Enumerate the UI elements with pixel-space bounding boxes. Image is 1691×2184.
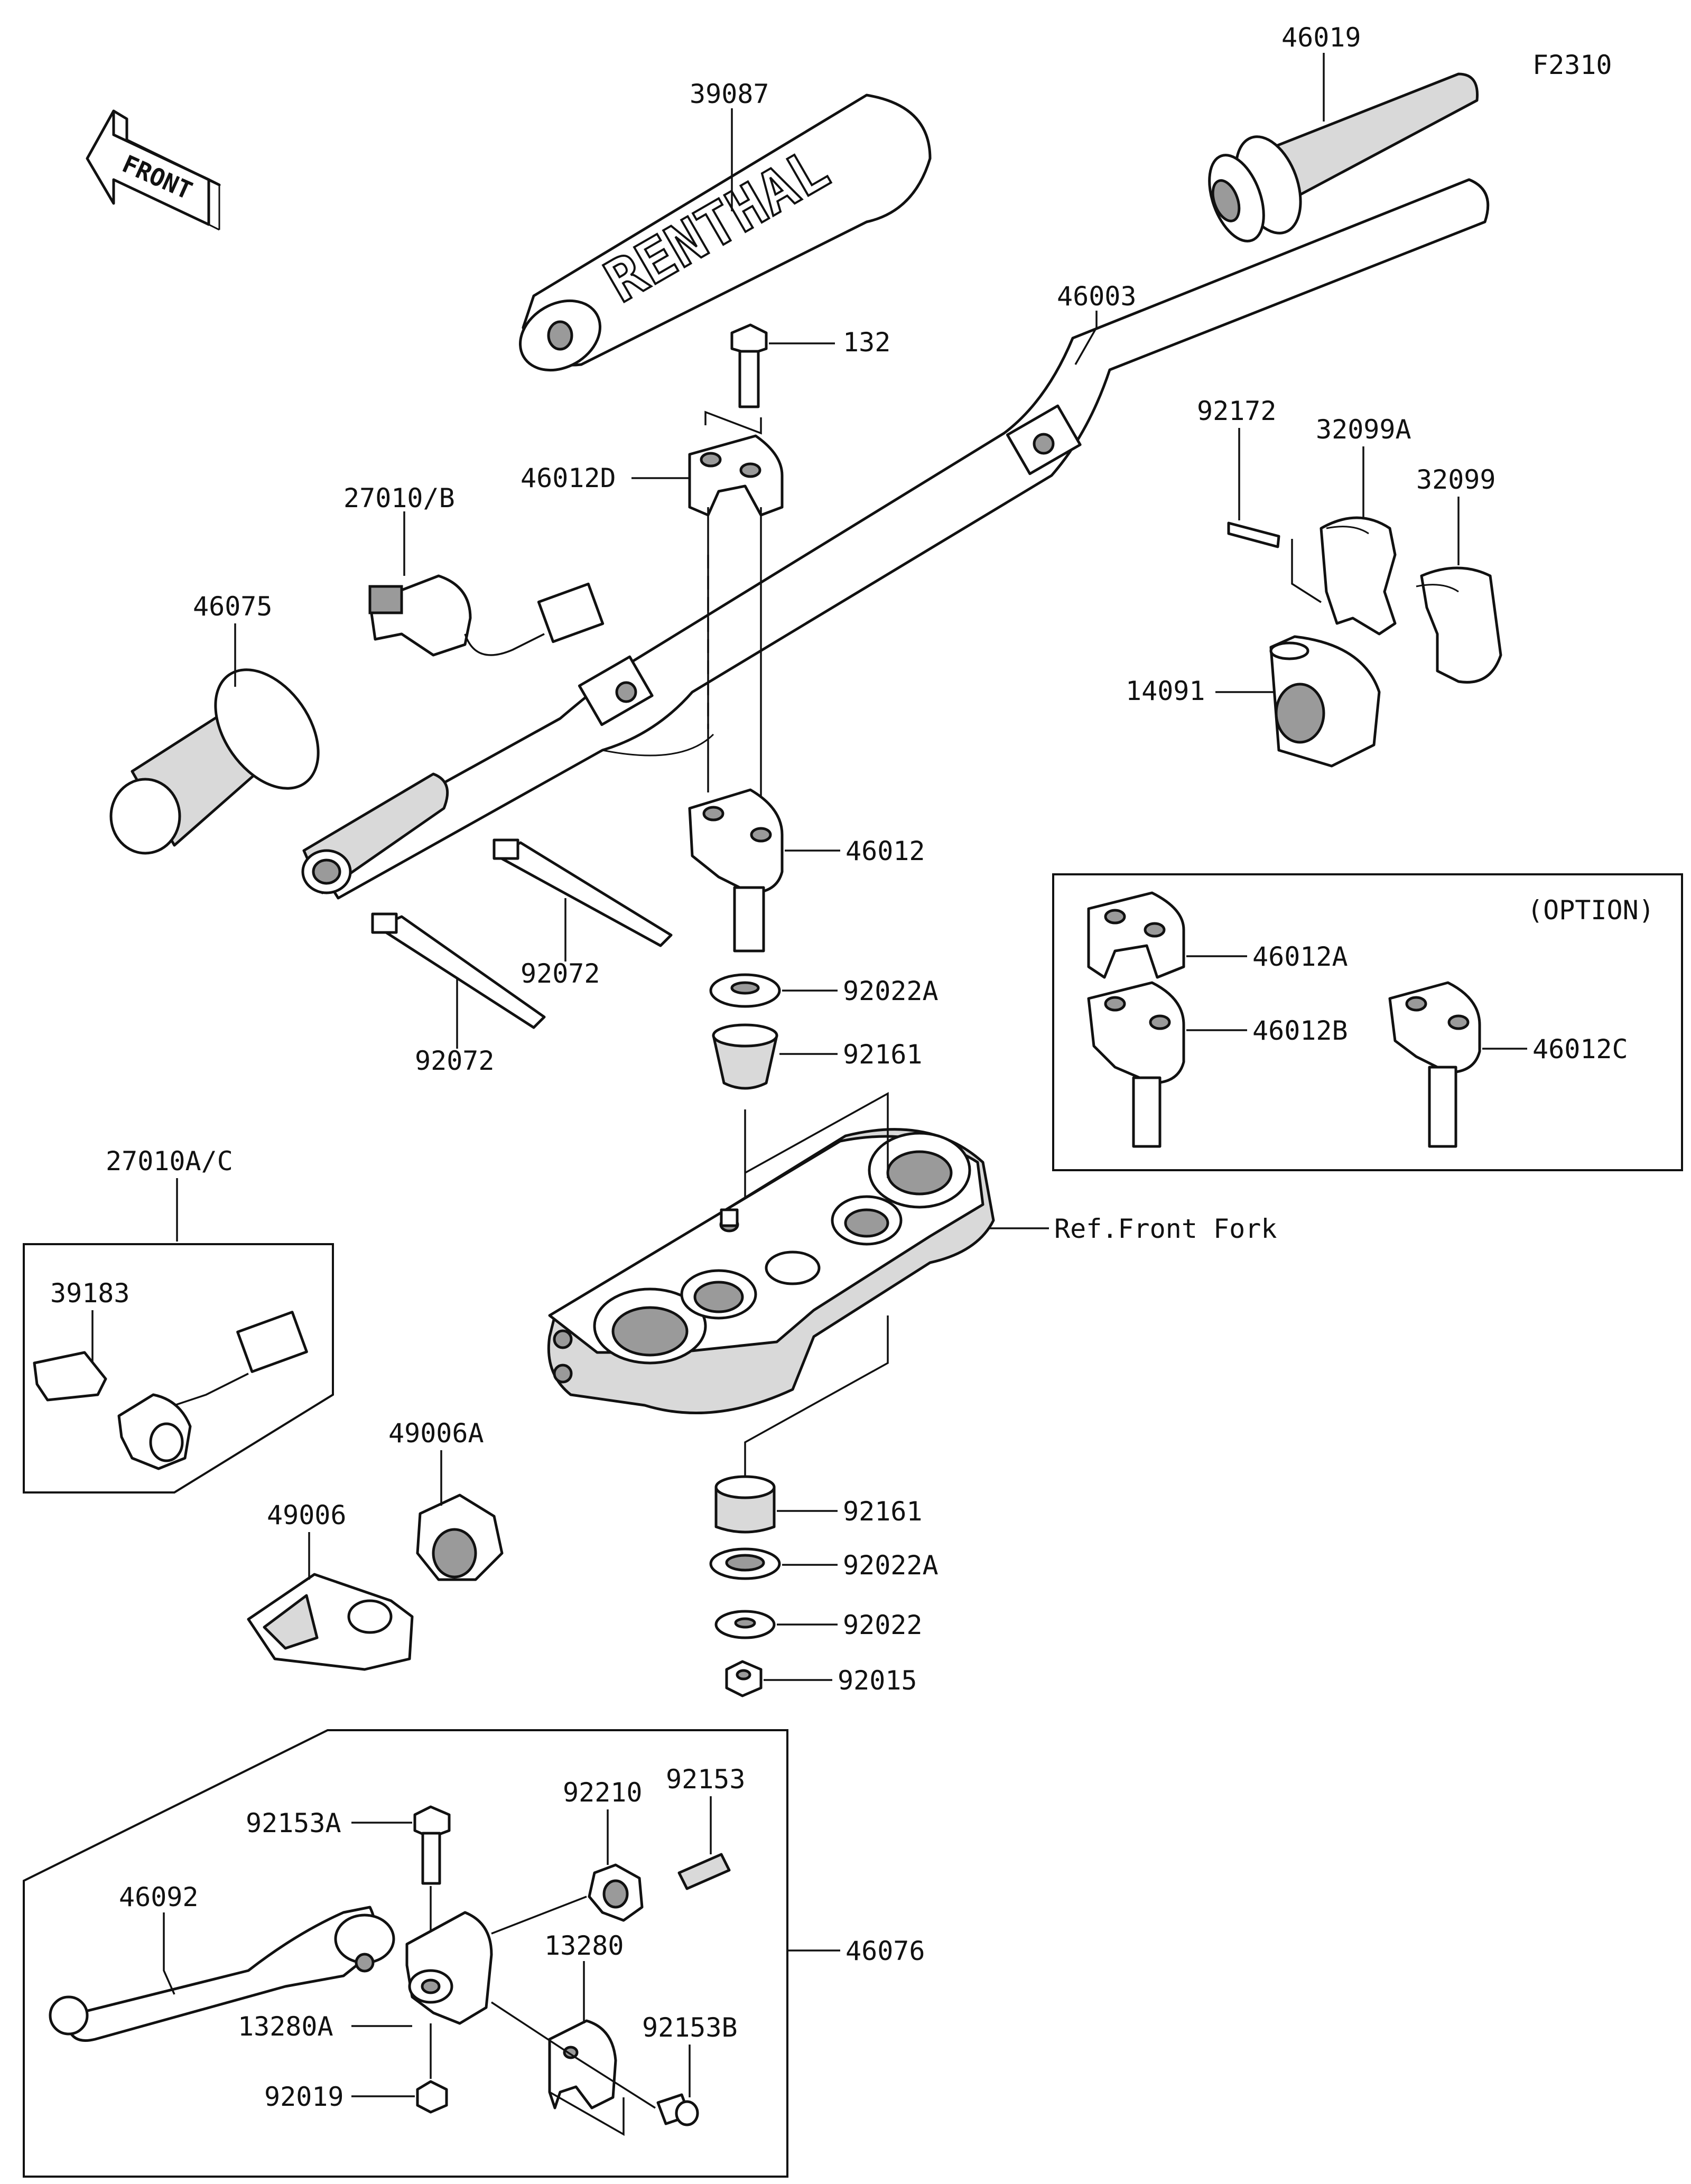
throttle-cover-14091 bbox=[1269, 635, 1381, 768]
adjuster-49006a bbox=[416, 1494, 504, 1581]
front-arrow-icon: FRONT bbox=[86, 109, 221, 231]
label-92072-lower: 92072 bbox=[415, 1046, 495, 1076]
screw-92153 bbox=[677, 1853, 731, 1890]
damper-92161-top bbox=[712, 1023, 778, 1090]
label-46012D: 46012D bbox=[521, 463, 616, 493]
cable-tie-upper bbox=[493, 838, 673, 947]
clamp-13280 bbox=[548, 2019, 617, 2110]
label-92022A-top: 92022A bbox=[843, 976, 939, 1006]
label-32099A: 32099A bbox=[1316, 414, 1411, 445]
label-46012B: 46012B bbox=[1252, 1015, 1348, 1046]
bolt-92153b bbox=[656, 2093, 699, 2126]
label-39087: 39087 bbox=[690, 79, 769, 109]
grip-left-side bbox=[109, 668, 320, 855]
lever-assembly-box bbox=[23, 1729, 788, 2178]
label-92022A-bottom: 92022A bbox=[843, 1550, 939, 1581]
label-132: 132 bbox=[843, 327, 890, 358]
label-49006A: 49006A bbox=[388, 1418, 484, 1449]
throttle-housing-32099a bbox=[1320, 516, 1397, 636]
kit-box-27010ac bbox=[23, 1243, 334, 1494]
triple-clamp bbox=[547, 1128, 995, 1414]
cable-tie-lower bbox=[371, 912, 546, 1029]
label-13280A: 13280A bbox=[238, 2011, 333, 2042]
washer-92022a-bottom bbox=[709, 1547, 781, 1580]
switch-kit-39183 bbox=[33, 1311, 308, 1470]
label-13280: 13280 bbox=[544, 1930, 624, 1961]
label-32099: 32099 bbox=[1416, 464, 1496, 495]
label-46092: 46092 bbox=[119, 1882, 199, 1912]
label-92019: 92019 bbox=[264, 2082, 344, 2112]
bolt-92153a bbox=[413, 1805, 451, 1885]
label-46076: 46076 bbox=[846, 1936, 925, 1966]
label-27010B: 27010/B bbox=[343, 483, 455, 514]
label-46012C: 46012C bbox=[1532, 1034, 1628, 1065]
option-box bbox=[1052, 873, 1683, 1171]
label-92161-top: 92161 bbox=[843, 1039, 923, 1070]
nut-92015 bbox=[725, 1660, 763, 1697]
riser-46012 bbox=[688, 788, 784, 953]
clamp-46012d bbox=[688, 434, 784, 517]
riser-46012c bbox=[1388, 981, 1481, 1148]
damper-92161-bottom bbox=[714, 1475, 776, 1534]
label-27010AC: 27010A/C bbox=[106, 1146, 233, 1177]
label-46003: 46003 bbox=[1057, 281, 1137, 312]
label-92153A: 92153A bbox=[246, 1808, 341, 1838]
grip-throttle-side bbox=[1208, 72, 1479, 242]
riser-46012b bbox=[1087, 981, 1185, 1148]
ref-front-fork-label: Ref.Front Fork bbox=[1054, 1214, 1277, 1244]
lever-holder-13280a bbox=[405, 1911, 493, 2025]
label-46012: 46012 bbox=[846, 836, 925, 866]
adjuster-92210 bbox=[588, 1863, 644, 1922]
label-92153: 92153 bbox=[666, 1764, 746, 1795]
handlebar bbox=[301, 178, 1490, 900]
bolt-132 bbox=[730, 323, 768, 408]
label-92172: 92172 bbox=[1197, 396, 1277, 426]
label-92210: 92210 bbox=[563, 1777, 643, 1808]
throttle-housing-32099 bbox=[1416, 566, 1502, 684]
label-92072-upper: 92072 bbox=[521, 958, 600, 989]
label-39183: 39183 bbox=[50, 1278, 130, 1309]
screw-92172 bbox=[1227, 521, 1280, 548]
figure-code: F2310 bbox=[1532, 50, 1612, 80]
lever-46092 bbox=[49, 1906, 395, 2042]
nut-92019 bbox=[416, 2080, 448, 2114]
label-49006: 49006 bbox=[267, 1500, 347, 1530]
label-92022: 92022 bbox=[843, 1610, 923, 1640]
label-14091: 14091 bbox=[1126, 676, 1205, 706]
label-46019: 46019 bbox=[1281, 22, 1361, 53]
washer-92022a-top bbox=[709, 973, 781, 1008]
clamp-46012a bbox=[1087, 891, 1185, 979]
switch-27010b bbox=[368, 574, 605, 657]
cover-49006 bbox=[247, 1573, 414, 1671]
label-46012A: 46012A bbox=[1252, 941, 1348, 972]
label-92015: 92015 bbox=[838, 1665, 917, 1696]
label-46075: 46075 bbox=[193, 591, 273, 622]
washer-92022 bbox=[714, 1610, 776, 1639]
label-92161-bottom: 92161 bbox=[843, 1496, 923, 1527]
label-92153B: 92153B bbox=[642, 2012, 738, 2043]
option-label: (OPTION) bbox=[1527, 895, 1655, 926]
